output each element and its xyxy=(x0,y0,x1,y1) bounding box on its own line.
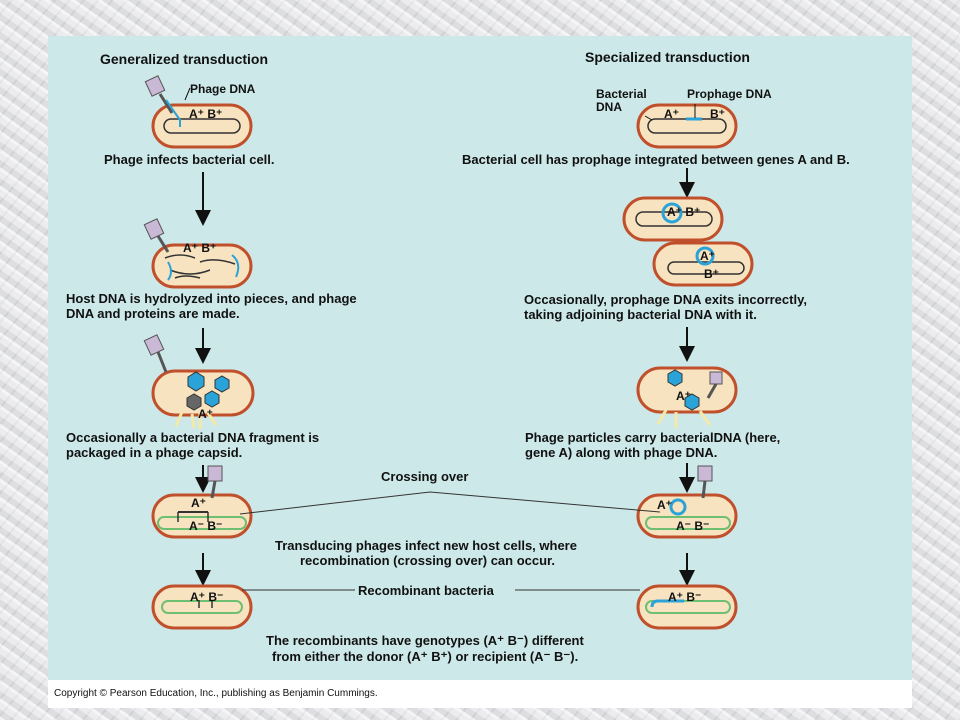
specialized-cell-2a xyxy=(622,196,724,242)
generalized-step-3-line-2: packaged in a phage capsid. xyxy=(66,445,243,460)
specialized-cell-1 xyxy=(636,103,738,149)
recombinants-line-1: The recombinants have genotypes (A⁺ B⁻) … xyxy=(266,633,584,648)
gene-label: A⁺ xyxy=(191,496,206,510)
generalized-step-3-line-1: Occasionally a bacterial DNA fragment is xyxy=(66,430,320,445)
gene-label: A⁺ B⁺ xyxy=(667,205,701,219)
specialized-step-1: Bacterial cell has prophage integrated b… xyxy=(462,152,850,167)
crossing-over-connector xyxy=(239,491,661,515)
phage-icon xyxy=(697,465,713,499)
phage-icon xyxy=(143,218,170,253)
generalized-cell-5 xyxy=(151,584,253,630)
phage-icon xyxy=(207,465,223,499)
recombinants-line-2: from either the donor (A⁺ B⁺) or recipie… xyxy=(272,649,579,664)
gene-label: A⁻ B⁻ xyxy=(189,519,223,533)
gene-label: B⁺ xyxy=(710,107,725,121)
gene-label: A⁺ B⁺ xyxy=(189,107,223,121)
copyright-notice: Copyright © Pearson Education, Inc., pub… xyxy=(54,688,378,699)
generalized-step-2-line-1: Host DNA is hydrolyzed into pieces, and … xyxy=(66,291,357,306)
crossing-over-label: Crossing over xyxy=(381,469,469,484)
phage-dna-label: Phage DNA xyxy=(190,82,256,96)
generalized-step-1: Phage infects bacterial cell. xyxy=(104,152,275,167)
generalized-cell-3 xyxy=(151,369,255,429)
specialized-step-2-line-2: taking adjoining bacterial DNA with it. xyxy=(524,307,757,322)
transducing-line-2: recombination (crossing over) can occur. xyxy=(300,553,556,568)
gene-label: A⁺ B⁺ xyxy=(183,241,217,255)
recombinant-bacteria-label: Recombinant bacteria xyxy=(358,583,494,598)
phage-icon xyxy=(143,334,168,373)
gene-label: A⁺ xyxy=(664,107,679,121)
specialized-cell-5 xyxy=(636,584,738,630)
bacterial-dna-label-line-1: Bacterial xyxy=(596,87,647,101)
specialized-step-3-line-1: Phage particles carry bacterialDNA (here… xyxy=(525,430,781,445)
specialized-cell-4 xyxy=(636,493,738,539)
generalized-step-2-line-2: DNA and proteins are made. xyxy=(66,306,240,321)
gene-label: A⁺ xyxy=(198,407,213,421)
gene-label: A⁺ B⁻ xyxy=(668,590,702,604)
gene-label: A⁺ B⁻ xyxy=(190,590,224,604)
specialized-step-3-line-2: gene A) along with phage DNA. xyxy=(525,445,718,460)
gene-label: A⁺ xyxy=(676,389,691,403)
bacterial-dna-label-line-2: DNA xyxy=(596,100,622,114)
specialized-heading: Specialized transduction xyxy=(585,49,750,65)
gene-label: B⁺ xyxy=(704,267,719,281)
generalized-heading: Generalized transduction xyxy=(100,51,269,67)
prophage-dna-label: Prophage DNA xyxy=(687,87,772,101)
specialized-cell-3 xyxy=(636,366,738,428)
gene-label: A⁺ xyxy=(657,498,672,512)
gene-label: A⁻ B⁻ xyxy=(676,519,710,533)
specialized-step-2-line-1: Occasionally, prophage DNA exits incorre… xyxy=(524,292,807,307)
specialized-cell-2b xyxy=(652,241,754,287)
generalized-cell-2 xyxy=(151,243,253,289)
generalized-cell-4 xyxy=(151,493,253,539)
phage-icon xyxy=(144,75,181,121)
gene-label: A⁺ xyxy=(700,249,715,263)
transducing-line-1: Transducing phages infect new host cells… xyxy=(275,538,577,553)
copyright-bar xyxy=(48,680,912,708)
